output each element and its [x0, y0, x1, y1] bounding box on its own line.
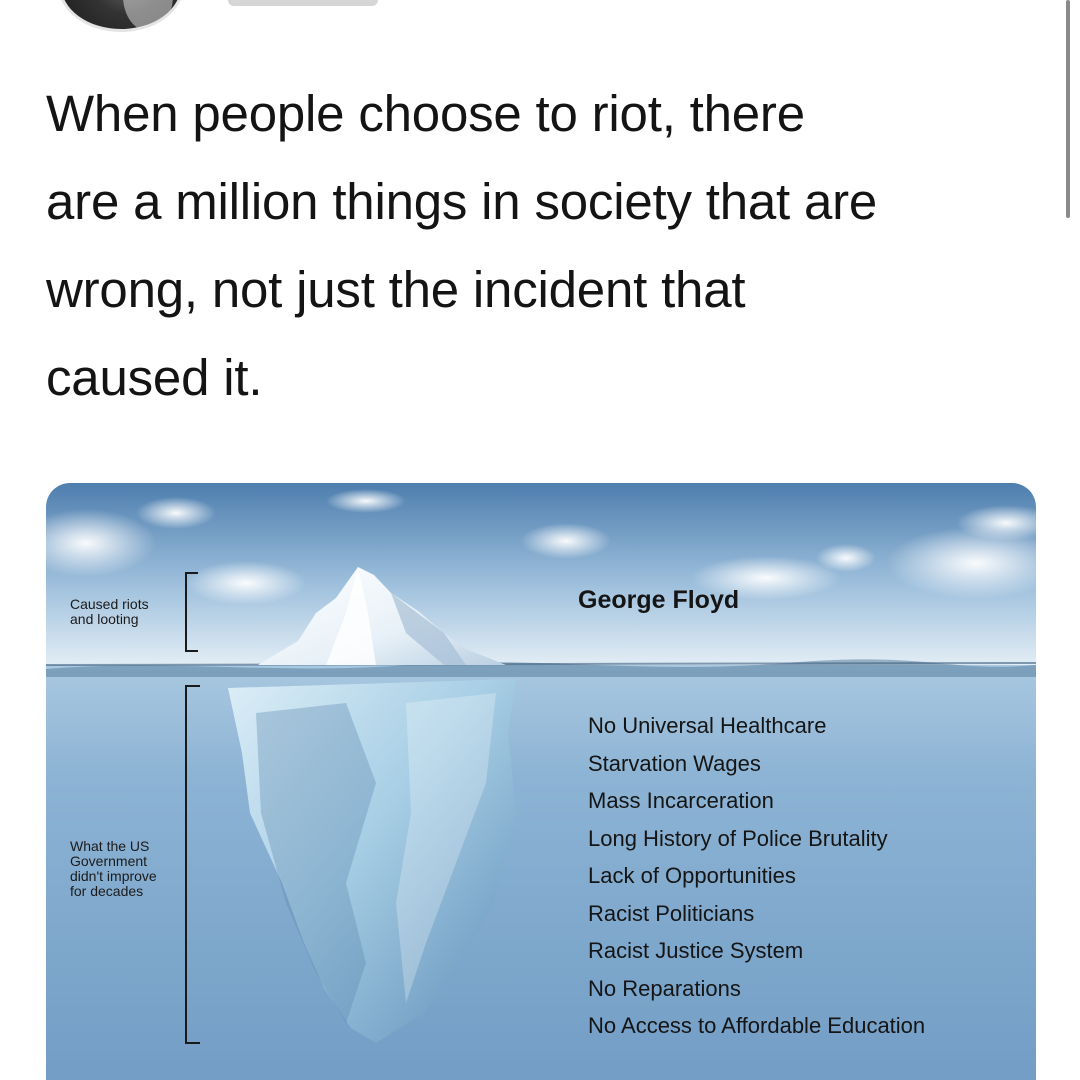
- tip-label: George Floyd: [578, 586, 740, 614]
- tweet-line: are a million things in society that are: [46, 173, 878, 230]
- tweet-line: When people choose to riot, there: [46, 85, 805, 142]
- bottom-bracket-label-line: What the US: [70, 838, 150, 854]
- list-item: Racist Justice System: [588, 938, 804, 963]
- bottom-bracket-label: What the US Government didn't improve fo…: [70, 839, 157, 899]
- list-item: Long History of Police Brutality: [588, 825, 888, 851]
- iceberg-icon: [46, 483, 1036, 1080]
- list-item: No Reparations: [588, 975, 741, 1001]
- top-bracket-label: Caused riots and looting: [70, 597, 149, 627]
- tweet-line: wrong, not just the incident that: [46, 261, 746, 318]
- scrollbar[interactable]: [1066, 0, 1070, 218]
- avatar[interactable]: [58, 0, 184, 32]
- bottom-bracket-label-line: Government: [70, 853, 148, 869]
- top-bracket-label-line: and looting: [70, 611, 139, 627]
- list-item: Racist Politicians: [588, 900, 755, 926]
- tweet-line: caused it.: [46, 349, 263, 406]
- list-item: Lack of Opportunities: [588, 863, 796, 888]
- tweet-image[interactable]: Caused riots and looting What the US Gov…: [46, 483, 1036, 1080]
- list-item: Mass Incarceration: [588, 788, 774, 813]
- bottom-bracket-label-line: didn't improve: [70, 868, 157, 884]
- username[interactable]: [228, 0, 378, 6]
- list-item: Starvation Wages: [588, 750, 761, 776]
- bottom-bracket-label-line: for decades: [70, 883, 144, 899]
- list-item: No Universal Healthcare: [588, 713, 827, 738]
- tweet-text: When people choose to riot, there are a …: [46, 70, 1046, 422]
- causes-list: No Universal Healthcare Starvation Wages…: [588, 707, 925, 1045]
- top-bracket-label-line: Caused riots: [70, 596, 149, 612]
- list-item: No Access to Affordable Education: [588, 1013, 926, 1038]
